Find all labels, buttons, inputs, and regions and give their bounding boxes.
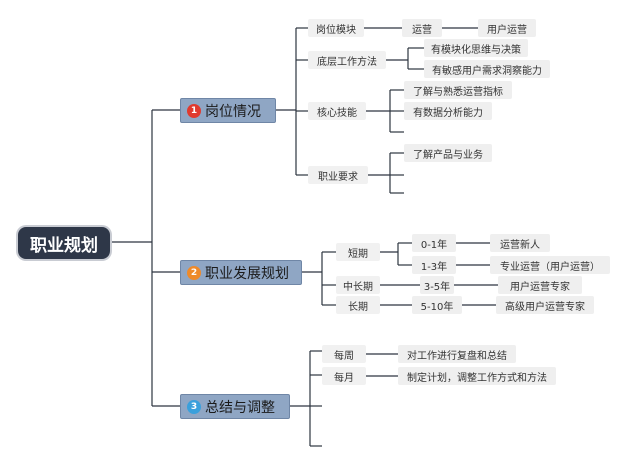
node-monthly-plan[interactable]: 制定计划，调整工作方式和方法: [398, 367, 556, 385]
node-label: 3-5年: [423, 281, 451, 293]
node-label: 用户运营专家: [510, 281, 570, 293]
node-goal-professional[interactable]: 专业运营（用户运营）: [490, 256, 610, 274]
node-label: 核心技能: [317, 107, 357, 119]
node-know-metrics[interactable]: 了解与熟悉运营指标: [404, 81, 512, 99]
node-weekly[interactable]: 每周: [322, 345, 366, 363]
node-label: 职业要求: [318, 171, 358, 183]
root-node[interactable]: 职业规划: [18, 227, 110, 259]
node-user-operations[interactable]: 用户运营: [478, 19, 536, 37]
node-goal-new[interactable]: 运营新人: [490, 234, 550, 252]
node-label: 5-10年: [420, 301, 454, 313]
node-label: 中长期: [343, 281, 373, 293]
node-long-term[interactable]: 长期: [336, 296, 380, 314]
node-data-analysis[interactable]: 有数据分析能力: [404, 102, 492, 120]
node-period-0-1[interactable]: 0-1年: [412, 234, 456, 252]
node-user-insight[interactable]: 有敏感用户需求洞察能力: [424, 60, 550, 78]
node-label: 1-3年: [420, 261, 448, 273]
node-period-3-5[interactable]: 3-5年: [420, 276, 454, 294]
node-job-module[interactable]: 岗位模块: [308, 19, 364, 37]
number-badge-icon: 1: [187, 103, 201, 118]
branch-career-development[interactable]: 2 职业发展规划: [180, 260, 302, 285]
node-label: 用户运营: [487, 24, 527, 36]
node-weekly-review[interactable]: 对工作进行复盘和总结: [398, 345, 516, 363]
node-label: 运营: [412, 24, 432, 36]
branch-summary-adjust[interactable]: 3 总结与调整: [180, 394, 290, 419]
branch-label: 职业发展规划: [205, 265, 289, 282]
number-badge-icon: 2: [187, 265, 201, 280]
node-core-method[interactable]: 底层工作方法: [308, 51, 386, 69]
node-label: 对工作进行复盘和总结: [407, 350, 507, 362]
node-period-5-10[interactable]: 5-10年: [412, 296, 462, 314]
branch-label: 总结与调整: [205, 399, 275, 416]
node-label: 有敏感用户需求洞察能力: [432, 65, 542, 77]
node-label: 岗位模块: [316, 24, 356, 36]
node-label: 长期: [348, 301, 368, 313]
node-know-product[interactable]: 了解产品与业务: [404, 144, 492, 162]
node-short-term[interactable]: 短期: [336, 243, 380, 261]
node-label: 短期: [348, 248, 368, 260]
branch-label: 岗位情况: [205, 103, 261, 120]
node-label: 有模块化思维与决策: [431, 44, 521, 56]
node-label: 每周: [334, 350, 354, 362]
node-label: 底层工作方法: [317, 56, 377, 68]
node-operations[interactable]: 运营: [402, 19, 442, 37]
node-label: 有数据分析能力: [413, 107, 483, 119]
node-core-skills[interactable]: 核心技能: [308, 102, 366, 120]
node-label: 运营新人: [500, 239, 540, 251]
node-job-requirements[interactable]: 职业要求: [308, 166, 368, 184]
node-goal-expert[interactable]: 用户运营专家: [498, 276, 582, 294]
branch-job-situation[interactable]: 1 岗位情况: [180, 98, 276, 123]
node-label: 制定计划，调整工作方式和方法: [407, 372, 547, 384]
root-label: 职业规划: [30, 235, 98, 256]
node-modular-thinking[interactable]: 有模块化思维与决策: [424, 39, 528, 57]
number-badge-icon: 3: [187, 399, 201, 414]
node-label: 专业运营（用户运营）: [500, 261, 600, 273]
node-label: 了解产品与业务: [413, 149, 483, 161]
node-mid-term[interactable]: 中长期: [336, 276, 380, 294]
node-label: 高级用户运营专家: [505, 301, 585, 313]
node-goal-senior-expert[interactable]: 高级用户运营专家: [496, 296, 594, 314]
node-label: 0-1年: [420, 239, 448, 251]
node-monthly[interactable]: 每月: [322, 367, 366, 385]
node-label: 了解与熟悉运营指标: [413, 86, 503, 98]
node-period-1-3[interactable]: 1-3年: [412, 256, 456, 274]
node-label: 每月: [334, 372, 354, 384]
